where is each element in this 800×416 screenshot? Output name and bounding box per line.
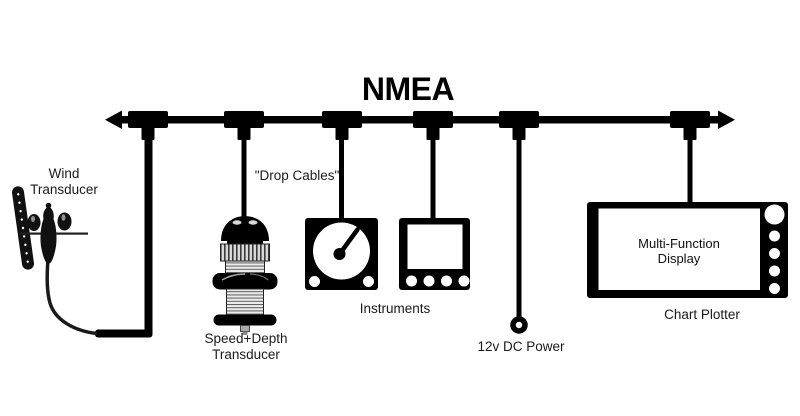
chart-plotter-button-4 xyxy=(769,283,780,294)
backbone-right-terminator-arrow xyxy=(718,110,735,129)
dc-power-label: 12v DC Power xyxy=(477,339,565,354)
chart-plotter-screen xyxy=(598,208,760,290)
wind-transducer-mast-cable xyxy=(45,259,98,336)
t-connector-4 xyxy=(413,111,453,140)
multi-function-display-label: Multi-Function Display xyxy=(638,236,720,267)
wind-transducer-graphic xyxy=(11,186,98,336)
transducer-ribbed-collar xyxy=(220,243,270,262)
drop-cable-wind-horizontal xyxy=(95,329,153,338)
chart-plotter-graphic xyxy=(587,202,788,298)
t-connector-1 xyxy=(128,111,168,140)
transducer-flange-nut xyxy=(212,273,278,290)
anemometer-cup-left xyxy=(27,214,41,231)
speed-depth-transducer-label: Speed+Depth Transducer xyxy=(204,331,288,362)
drop-cable-gauge xyxy=(339,138,344,220)
transducer-cap xyxy=(221,216,269,241)
instrument-display-screen xyxy=(407,224,463,269)
transducer-thread-upper xyxy=(225,260,265,276)
power-ring-terminal xyxy=(510,316,528,334)
instrument-button-2 xyxy=(423,275,435,287)
drop-cables-label: "Drop Cables" xyxy=(254,168,340,183)
chart-plotter-knob xyxy=(764,204,785,225)
chart-plotter-button-2 xyxy=(769,248,780,259)
gauge-hub xyxy=(333,248,346,260)
instrument-button-3 xyxy=(441,275,452,287)
nmea-title: NMEA xyxy=(361,71,455,107)
drop-cables-graphic xyxy=(95,138,693,338)
t-connector-2 xyxy=(224,111,264,140)
speed-depth-transducer-graphic xyxy=(212,216,278,335)
anemometer-cup-right xyxy=(57,212,72,231)
t-connector-5 xyxy=(499,111,539,140)
backbone-left-terminator-arrow xyxy=(105,110,122,129)
instrument-display-graphic xyxy=(399,218,470,290)
wind-transducer-label: Wind Transducer xyxy=(30,166,98,197)
drop-cable-chart-plotter xyxy=(687,138,693,204)
gauge-button-left xyxy=(309,276,320,287)
chart-plotter-label: Chart Plotter xyxy=(664,307,740,322)
instrument-gauge-graphic xyxy=(305,218,378,290)
t-connector-3 xyxy=(322,111,362,140)
dc-power-connector xyxy=(510,316,528,334)
transducer-thread-lower xyxy=(226,288,264,317)
instrument-button-1 xyxy=(406,275,417,287)
drop-cable-instrument-display xyxy=(430,138,436,220)
t-connector-6 xyxy=(670,111,710,140)
t-connectors xyxy=(128,111,710,140)
chart-plotter-button-3 xyxy=(769,265,780,277)
drop-cable-wind-vertical xyxy=(144,138,153,335)
wind-transducer-body xyxy=(40,206,57,264)
drop-cable-speed-depth xyxy=(241,138,247,218)
instruments-label: Instruments xyxy=(359,301,431,316)
drop-cable-power xyxy=(516,138,522,319)
wind-vane-fin xyxy=(11,186,35,270)
gauge-button-right xyxy=(363,276,374,287)
transducer-bottom-flange xyxy=(213,314,277,326)
instrument-button-4 xyxy=(458,275,470,287)
chart-plotter-button-1 xyxy=(769,230,780,242)
